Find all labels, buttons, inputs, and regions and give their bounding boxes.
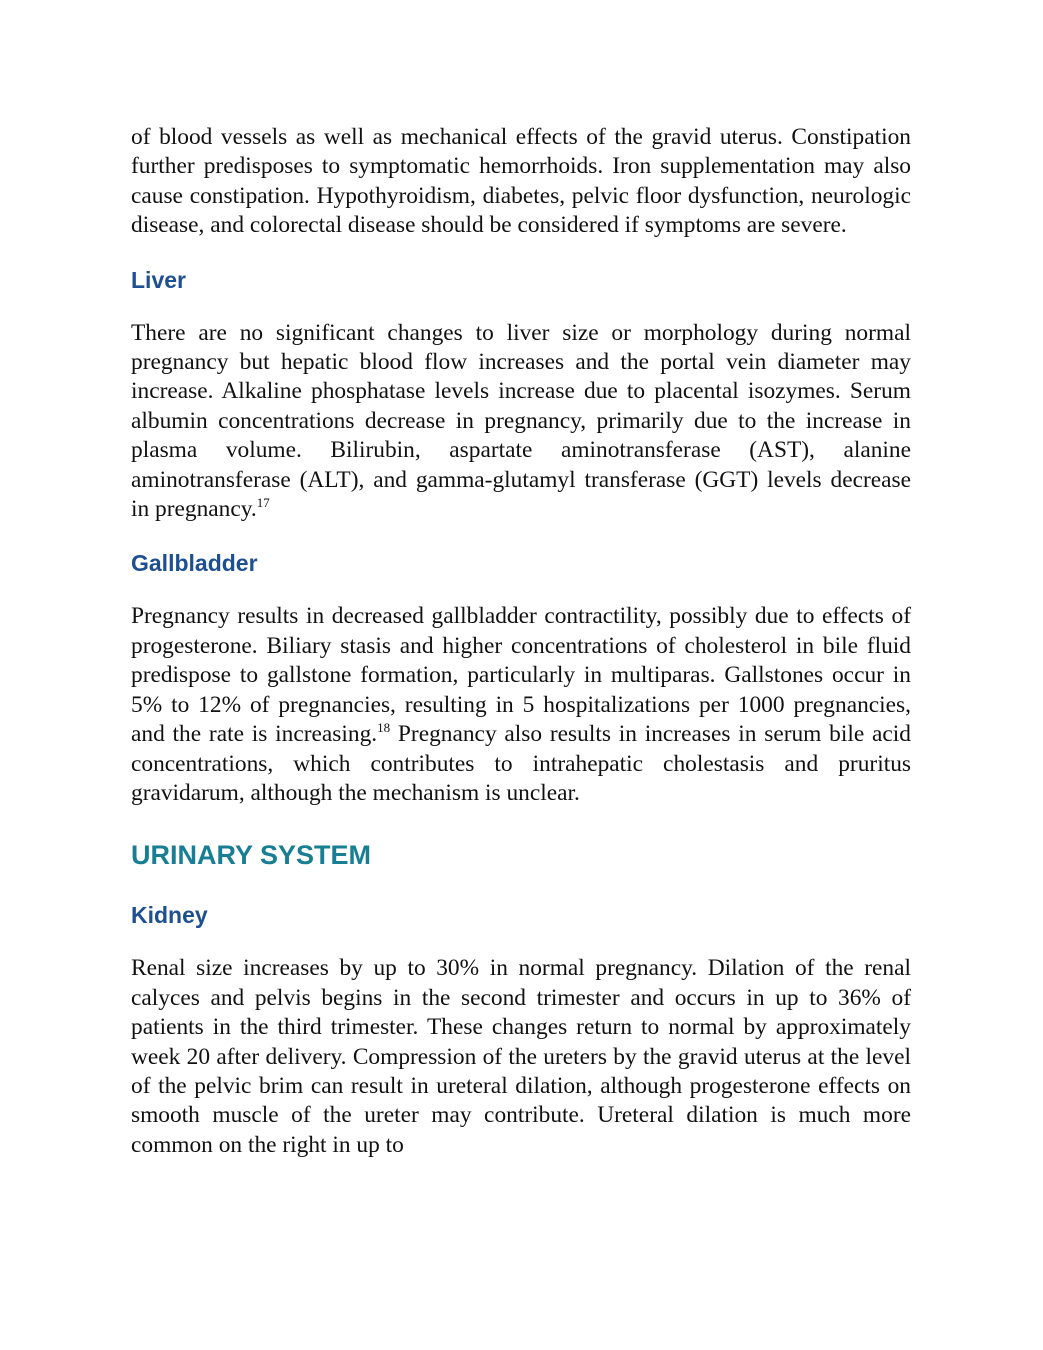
gallbladder-heading: Gallbladder — [131, 550, 258, 577]
kidney-heading: Kidney — [131, 902, 208, 929]
liver-paragraph: There are no significant changes to live… — [131, 319, 911, 525]
liver-heading: Liver — [131, 266, 186, 293]
document-page: of blood vessels as well as mechanical e… — [131, 123, 911, 1160]
gallbladder-text-after: Pregnancy also results in increases in s… — [131, 721, 911, 806]
kidney-text: Renal size increases by up to 30% in nor… — [131, 955, 911, 1158]
liver-text: There are no significant changes to live… — [131, 319, 911, 523]
constipation-paragraph: of blood vessels as well as mechanical e… — [131, 123, 911, 241]
constipation-text: of blood vessels as well as mechanical e… — [131, 124, 911, 239]
liver-reference: 17 — [256, 495, 270, 511]
kidney-paragraph: Renal size increases by up to 30% in nor… — [131, 954, 911, 1160]
gallbladder-reference: 18 — [377, 720, 391, 736]
urinary-system-heading: URINARY SYSTEM — [131, 840, 372, 871]
gallbladder-paragraph: Pregnancy results in decreased gallbladd… — [131, 602, 911, 808]
gallbladder-text-before: Pregnancy results in decreased gallbladd… — [131, 603, 911, 748]
